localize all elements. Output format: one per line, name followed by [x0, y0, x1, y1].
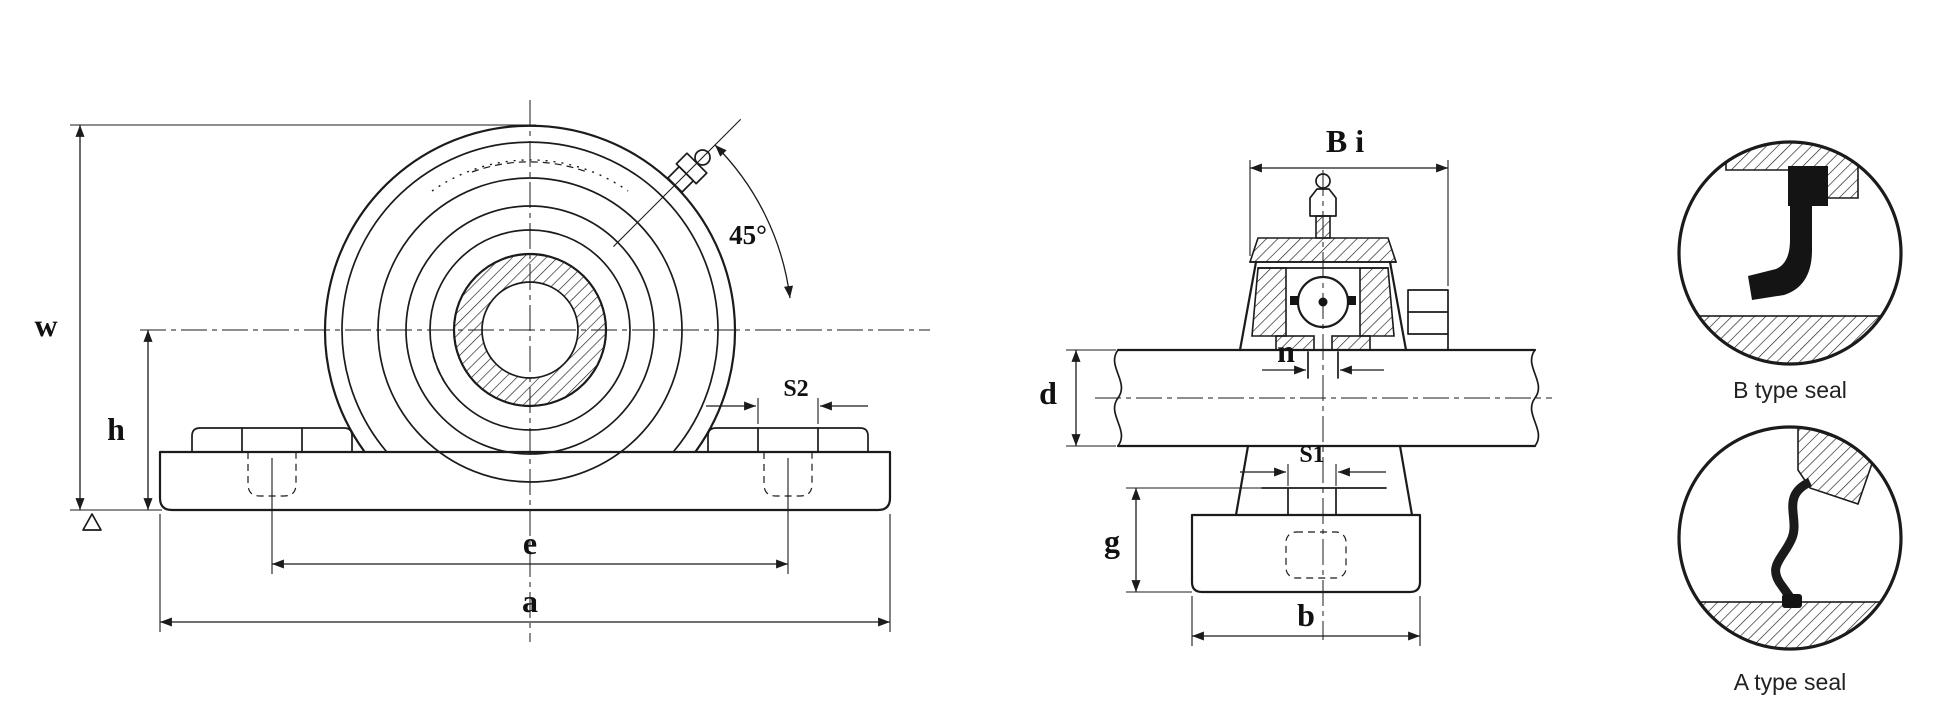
grease-fitting-ball: [694, 149, 711, 166]
base-block: [1190, 513, 1422, 594]
front-view: 45° w h e a S2: [34, 100, 930, 642]
dim-label-h: h: [107, 411, 125, 447]
dim-label-a: a: [522, 583, 538, 619]
base-slot-hidden-outline: [1285, 531, 1347, 579]
bearing-outer-ring-circle: [405, 205, 655, 455]
bearing-inner-ring-circle: [429, 229, 631, 431]
dim-label-g: g: [1104, 523, 1120, 559]
housing-left-edge: [1238, 260, 1258, 352]
housing-cap-section: [1248, 237, 1398, 263]
cast-rib-dotted-arc: [431, 159, 629, 192]
seal-b-shaft-section: [1679, 315, 1901, 364]
grease-fitting-side: [1309, 173, 1337, 239]
dimension-s2: S2: [706, 376, 868, 424]
dim-label-s1: S1: [1299, 442, 1324, 468]
angle-dimension-arc: [714, 144, 794, 299]
seal-section-right: [1347, 296, 1356, 305]
dimension-g: g: [1104, 487, 1262, 593]
base: [158, 450, 892, 512]
seal-a-shaft-section: [1679, 601, 1901, 649]
seal-detail-a: A type seal: [1677, 425, 1903, 695]
seal-a-lip: [1782, 594, 1802, 608]
grease-fitting-front: [613, 118, 742, 247]
dimension-bi: B i: [1249, 123, 1449, 286]
dimension-e: e: [271, 458, 789, 574]
dimension-s1: S1: [1240, 442, 1386, 486]
grease-fitting-hex: [1309, 188, 1337, 217]
grease-fitting-axis-line: [613, 118, 742, 247]
bearing-ball-center: [1318, 297, 1328, 307]
inner-ring-section-left: [1275, 335, 1315, 351]
dim-label-w: w: [34, 307, 57, 343]
shaft: [1113, 348, 1540, 448]
hidden-arc-left: [432, 355, 467, 408]
set-screw-collar: [1407, 289, 1449, 351]
seal-a-label: A type seal: [1734, 669, 1847, 695]
dim-label-s2: S2: [783, 376, 808, 402]
seal-b-label: B type seal: [1733, 377, 1847, 403]
bearing-housing-section: [1238, 237, 1408, 352]
left-foot-pad: [191, 427, 353, 453]
dim-label-n: n: [1277, 333, 1295, 369]
seal-section-left: [1290, 296, 1299, 305]
outer-ring-section-right: [1359, 267, 1395, 337]
seal-detail-b-content: [1679, 142, 1901, 364]
inner-ring-section-right: [1331, 335, 1371, 351]
seal-detail-b: B type seal: [1677, 140, 1903, 403]
seal-a-profile: [1771, 477, 1813, 603]
housing-right-edge: [1388, 260, 1408, 352]
outer-ring-section-left: [1251, 267, 1287, 337]
pedestal-right-edge: [1398, 444, 1414, 517]
dimension-n: n: [1262, 333, 1384, 379]
seal-b-profile: [1748, 166, 1828, 300]
housing-outer-arc: [323, 124, 737, 453]
side-view: B i n d S1 g: [1039, 123, 1552, 646]
seal-ring-circle: [377, 177, 683, 483]
dimension-b: b: [1191, 596, 1421, 646]
right-foot-pad: [707, 427, 869, 453]
grease-fitting-stem: [1315, 215, 1331, 239]
seal-detail-a-content: [1679, 427, 1901, 649]
pedestal-base: [1190, 444, 1422, 594]
housing-inner-arc: [341, 141, 719, 452]
angle-label: 45°: [729, 220, 767, 250]
shaft-bore-hatching: [454, 254, 606, 406]
hidden-arc-top: [471, 161, 588, 173]
dim-label-d: d: [1039, 375, 1057, 411]
dim-label-e: e: [523, 525, 537, 561]
angle-dimension-45: 45°: [714, 144, 794, 299]
dim-label-bi: B i: [1326, 123, 1364, 159]
pedestal-left-edge: [1234, 444, 1250, 517]
shaft-break-right: [1530, 349, 1540, 447]
dimension-h: h: [107, 330, 153, 510]
dimension-a: a: [159, 514, 891, 632]
dim-label-b: b: [1297, 597, 1315, 633]
bore-inner-edge: [481, 281, 579, 379]
datum-mark: [82, 513, 102, 531]
bore-outer-edge: [452, 252, 608, 408]
shaft-break-left: [1113, 349, 1123, 447]
dimension-d: d: [1039, 349, 1116, 447]
dimension-w: w: [34, 124, 536, 511]
grease-fitting-ball: [1315, 173, 1331, 189]
